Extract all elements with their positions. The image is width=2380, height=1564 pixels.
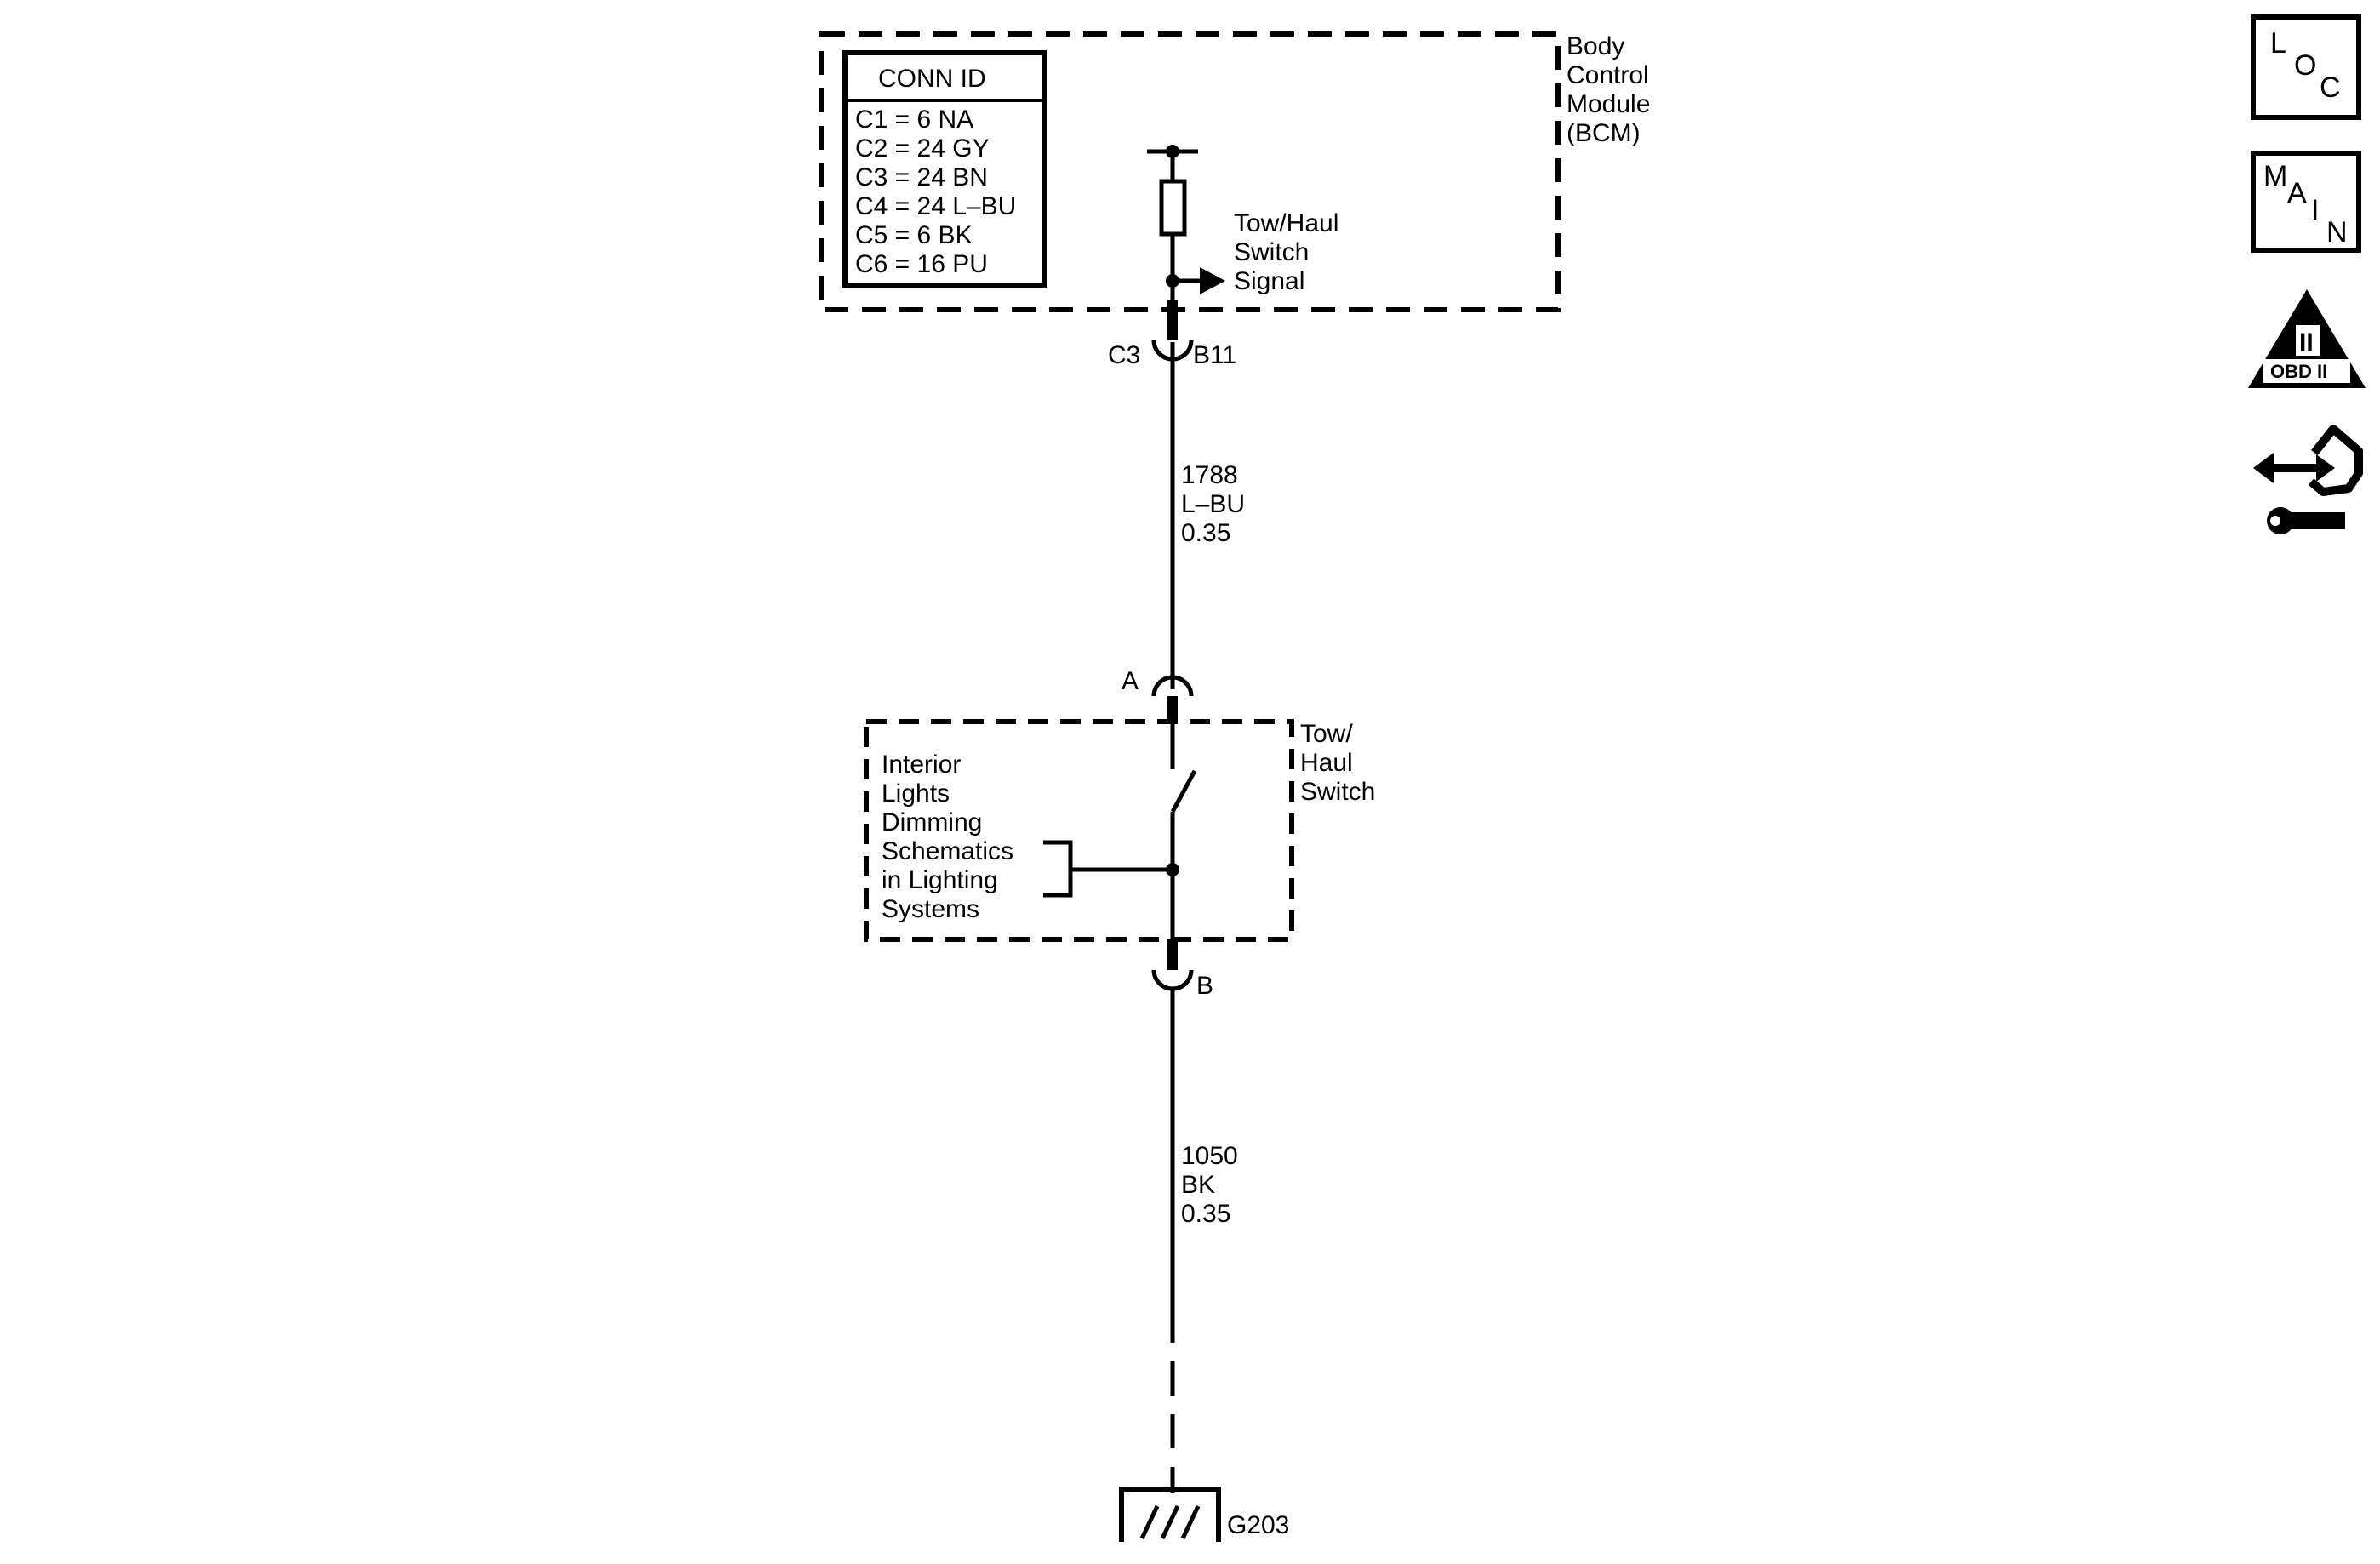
wire-1050: 1050 BK 0.35: [1170, 989, 1245, 1493]
bcm-module: Body Control Module (BCM) CONN ID C1 = 6…: [819, 31, 1658, 312]
wrench-arrows-icon: [2253, 425, 2363, 534]
wire-label: 1788 L–BU 0.35: [1181, 461, 1252, 547]
conn-id-row: C1 = 6 NA: [855, 106, 973, 134]
main-icon-letter: I: [2311, 194, 2319, 226]
switch-contact-blade: [1170, 769, 1197, 813]
dimming-ref-line: in Lighting: [882, 866, 998, 894]
dimming-ref-line: Dimming: [882, 808, 982, 836]
conn-id-row: C3 = 24 BN: [855, 163, 988, 191]
wire-gauge: 0.35: [1181, 1200, 1230, 1228]
bcm-label-line-4: (BCM): [1567, 119, 1641, 147]
switch-connector-b: B: [1151, 939, 1213, 1000]
bcm-module-boundary: [819, 31, 1561, 312]
ground-symbol-icon: [1119, 1487, 1221, 1542]
wire-circuit: 1788: [1181, 461, 1238, 489]
bcm-resistor: [1147, 145, 1225, 300]
switch-connector-a: A: [1122, 667, 1194, 722]
conn-id-title: CONN ID: [878, 65, 986, 93]
loc-icon-letter: L: [2270, 27, 2286, 60]
bcm-label-line-2: Control: [1567, 61, 1649, 89]
conn-id-row: C2 = 24 GY: [855, 134, 990, 163]
loc-icon-letter: C: [2320, 71, 2341, 104]
conn-id-rows: C1 = 6 NA C2 = 24 GY C3 = 24 BN C4 = 24 …: [855, 106, 1024, 278]
switch-label-line-3: Switch: [1300, 778, 1375, 806]
signal-label-line-1: Tow/Haul: [1234, 209, 1338, 237]
conn-id-row: C4 = 24 L–BU: [855, 192, 1016, 220]
obd-numeral: II: [2299, 328, 2314, 357]
obd-ii-button[interactable]: II OBD II: [2248, 289, 2366, 388]
switch-label-line-1: Tow/: [1300, 720, 1353, 748]
main-icon-letter: N: [2326, 216, 2348, 248]
bcm-connector: C3 B11: [1108, 300, 1236, 369]
conn-id-row: C5 = 6 BK: [855, 221, 973, 249]
bcm-label-line-3: Module: [1567, 90, 1650, 118]
conn-id-table: CONN ID C1 = 6 NA C2 = 24 GY C3 = 24 BN …: [842, 50, 1047, 288]
dimming-ref-line: Systems: [882, 895, 979, 923]
bcm-label-line-1: Body: [1567, 32, 1624, 60]
bcm-connector-id: C3: [1108, 341, 1140, 369]
switch-pin-b: B: [1196, 972, 1213, 1000]
wire-color: BK: [1181, 1171, 1215, 1199]
switch-label-line-2: Haul: [1300, 749, 1353, 777]
bcm-connector-pin: B11: [1193, 341, 1236, 369]
switch-boundary: [864, 719, 1294, 942]
wire-label: 1050 BK 0.35: [1181, 1142, 1245, 1228]
obd-label: OBD II: [2270, 361, 2327, 382]
main-icon-letter: A: [2287, 177, 2307, 209]
switch-label: Tow/ Haul Switch: [1300, 720, 1375, 806]
dimming-ref-line: Interior: [882, 751, 961, 779]
wrench-arrows-button[interactable]: [2253, 425, 2363, 534]
signal-label-line-2: Switch: [1234, 238, 1309, 266]
dimming-ref-line: Schematics: [882, 837, 1013, 865]
main-icon-letter: M: [2263, 160, 2287, 192]
switch-pin-a: A: [1122, 667, 1139, 695]
main-button[interactable]: M A I N: [2251, 151, 2361, 253]
loc-icon-letter: O: [2294, 49, 2316, 82]
signal-label-line-3: Signal: [1234, 267, 1304, 295]
signal-arrow-icon: [1200, 267, 1225, 294]
dimming-ref-text: Interior Lights Dimming Schematics in Li…: [882, 751, 1020, 923]
ground-label: G203: [1227, 1511, 1289, 1539]
wire-circuit: 1050: [1181, 1142, 1238, 1170]
tow-haul-switch: Tow/ Haul Switch Interior Lights Dimming…: [864, 719, 1375, 942]
dimming-ref-bracket: [1043, 840, 1073, 898]
dimming-ref-line: Lights: [882, 779, 950, 808]
bcm-signal-label: Tow/Haul Switch Signal: [1234, 209, 1346, 295]
wire-gauge: 0.35: [1181, 519, 1230, 547]
conn-id-row: C6 = 16 PU: [855, 250, 988, 278]
loc-button[interactable]: L O C: [2251, 14, 2361, 120]
bcm-label: Body Control Module (BCM): [1567, 32, 1658, 147]
wire-color: L–BU: [1181, 490, 1245, 518]
wire-1788: 1788 L–BU 0.35: [1170, 342, 1252, 689]
